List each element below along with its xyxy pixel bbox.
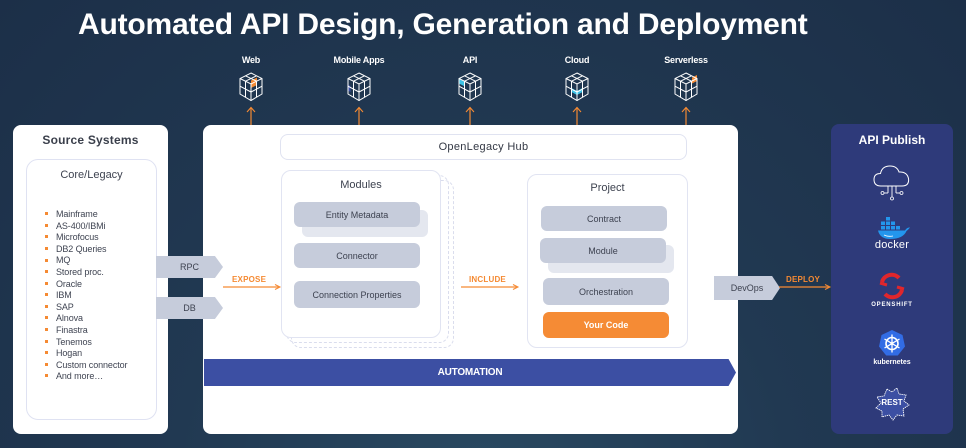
automation-bar: AUTOMATION [204, 359, 736, 386]
source-system-item: Mainframe [44, 209, 127, 221]
connector-db: DB [156, 297, 223, 319]
up-arrow-icon [246, 106, 256, 126]
source-system-item: SAP [44, 302, 127, 314]
source-system-item: Stored proc. [44, 267, 127, 279]
source-system-item: Tenemos [44, 337, 127, 349]
cube-icon [239, 72, 263, 102]
publish-item-docker: docker [831, 216, 953, 251]
publish-item-cloud [831, 161, 953, 201]
up-arrow-icon [354, 106, 364, 126]
deploy-label: DEPLOY [786, 275, 821, 284]
module-item-connector: Connector [294, 243, 420, 268]
target-label: Web [241, 55, 261, 65]
source-system-item: AS-400/IBMi [44, 221, 127, 233]
devops-tag: DevOps [714, 276, 780, 300]
cube-icon [458, 72, 482, 102]
module-item-entity-metadata: Entity Metadata [294, 202, 420, 227]
source-system-item: IBM [44, 290, 127, 302]
target-api: API [425, 54, 515, 102]
hub-title: OpenLegacy Hub [280, 134, 687, 160]
publish-item-openshift: OPENSHIFT [831, 272, 953, 308]
docker-whale-icon [878, 217, 910, 239]
project-item-orchestration: Orchestration [543, 278, 669, 305]
publish-item-kubernetes: kubernetes [831, 329, 953, 366]
source-system-item: Hogan [44, 348, 127, 360]
modules-title: Modules [340, 179, 382, 191]
up-arrow-icon [465, 106, 475, 126]
target-serverless: Serverless [641, 54, 731, 102]
module-item-connection-properties: Connection Properties [294, 281, 420, 308]
project-title: Project [590, 182, 625, 194]
target-label: Serverless [664, 55, 708, 65]
cube-icon [347, 72, 371, 102]
kubernetes-icon [879, 330, 905, 356]
include-arrow [461, 284, 520, 290]
api-publish-panel: API Publish docker [831, 124, 953, 434]
rest-gear-icon [875, 387, 910, 421]
core-legacy-title: Core/Legacy [60, 169, 123, 181]
publish-item-rest: REST [831, 386, 953, 422]
openshift-icon [879, 272, 905, 300]
source-system-item: MQ [44, 255, 127, 267]
up-arrow-icon [681, 106, 691, 126]
docker-caption: docker [874, 239, 910, 251]
project-item-contract: Contract [541, 206, 667, 231]
source-system-item: And more… [44, 371, 127, 383]
cube-icon [565, 72, 589, 102]
project-item-module: Module [540, 238, 666, 263]
deploy-arrow [779, 284, 832, 290]
target-label: Cloud [564, 55, 590, 65]
cube-icon [674, 72, 698, 102]
include-label: INCLUDE [469, 275, 506, 284]
api-publish-title: API Publish [858, 133, 926, 147]
target-cloud: Cloud [532, 54, 622, 102]
page-title: Automated API Design, Generation and Dep… [78, 8, 808, 41]
expose-label: EXPOSE [232, 275, 267, 284]
kubernetes-caption: kubernetes [873, 359, 911, 366]
connector-rpc: RPC [156, 256, 223, 278]
source-system-item: Microfocus [44, 232, 127, 244]
source-system-item: Custom connector [44, 360, 128, 372]
expose-arrow [223, 284, 282, 290]
source-system-item: Oracle [44, 279, 127, 291]
up-arrow-icon [572, 106, 582, 126]
source-system-item: DB2 Queries [44, 244, 127, 256]
source-systems-title: Source Systems [42, 133, 139, 147]
cloud-network-icon [873, 165, 910, 201]
target-label: API [462, 55, 478, 65]
target-mobile-apps: Mobile Apps [314, 54, 404, 102]
target-label: Mobile Apps [333, 55, 385, 65]
openshift-caption: OPENSHIFT [871, 302, 913, 308]
source-system-item: Alnova [44, 313, 127, 325]
rest-caption: REST [881, 398, 903, 407]
target-web: Web [206, 54, 296, 102]
source-system-item: Finastra [44, 325, 127, 337]
your-code-button: Your Code [543, 312, 669, 338]
